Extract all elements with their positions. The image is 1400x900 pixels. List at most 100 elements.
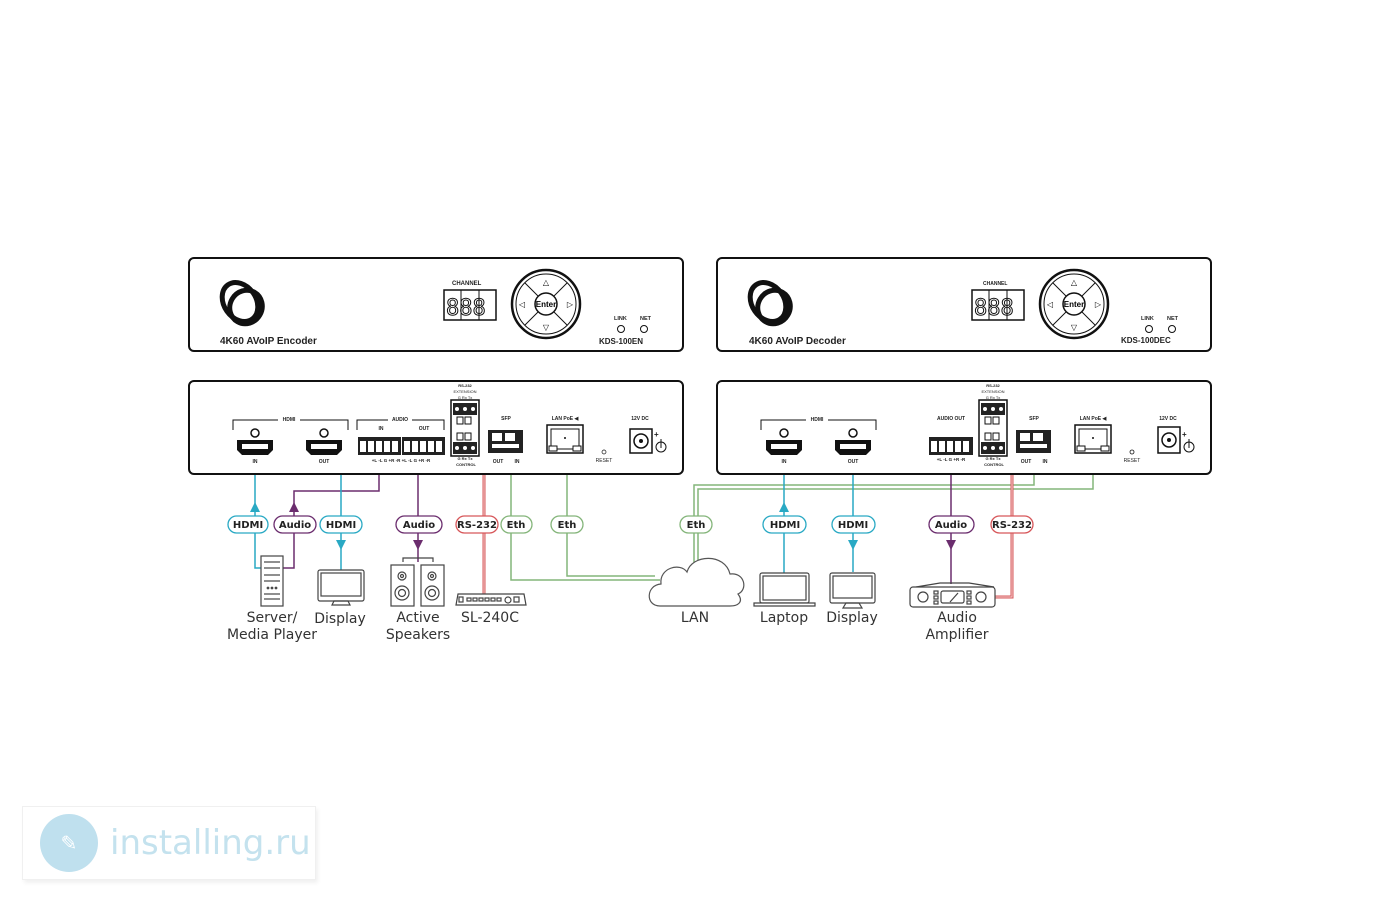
up-arrow-icon[interactable]: △ (543, 278, 550, 287)
control-pin-labels: G Rx Tx (985, 456, 1001, 461)
svg-text:Audio: Audio (279, 520, 311, 531)
control-label: CONTROL (984, 462, 1004, 467)
sl240c-label: SL-240C (461, 610, 519, 626)
rs232-label: RS-232 (986, 383, 1000, 388)
enter-button[interactable]: Enter (1064, 300, 1084, 309)
display1-label: Display (314, 611, 366, 627)
sfp-in-label: IN (515, 459, 520, 465)
decoder-title: 4K60 AVoIP Decoder (749, 336, 846, 347)
svg-text:RS-232: RS-232 (992, 520, 1032, 531)
sfp-port[interactable] (1016, 430, 1051, 453)
watermark-text: installing.ru (110, 823, 311, 863)
tag-enc-hdmi-in: HDMI (227, 515, 269, 534)
decoder-front-panel: 4K60 AVoIP Decoder CHANNEL 888 Enter △ ▽… (716, 257, 1212, 352)
reset-button[interactable] (601, 449, 607, 455)
net-label: NET (1167, 316, 1179, 322)
display-icon (317, 569, 365, 606)
sfp-in-label: IN (1043, 459, 1048, 465)
laptop-label: Laptop (760, 610, 808, 626)
cable-enc-eth-lan (566, 455, 655, 577)
hdmi-group-label: HDMI (283, 417, 296, 423)
navigation-pad[interactable]: Enter △ ▽ ◁ ▷ (1038, 268, 1110, 340)
encoder-rear-panel: HDMI IN OUT AUDIO IN OUT +L -L G +R -R +… (188, 380, 684, 475)
control-pin-labels: G Rx Tx (457, 456, 473, 461)
tag-dec-hdmi-out: HDMI (831, 515, 876, 534)
rs232-terminal[interactable] (978, 399, 1008, 457)
encoder-model: KDS-100EN (599, 337, 643, 346)
audio-pin-labels: +L -L G +R -R (937, 457, 966, 462)
rs232-terminal[interactable] (450, 399, 480, 457)
hdmi-in-port[interactable] (237, 428, 273, 455)
tag-enc-rs232: RS-232 (455, 515, 499, 534)
lan-label: LAN (681, 610, 709, 626)
svg-text:HDMI: HDMI (838, 520, 868, 531)
svg-text:Audio: Audio (403, 520, 435, 531)
tag-dec-eth: Eth (679, 515, 713, 534)
audio-out-terminal[interactable] (929, 437, 973, 455)
hdmi-out-port[interactable] (835, 428, 871, 455)
encoder-title: 4K60 AVoIP Encoder (220, 336, 317, 347)
lan-port[interactable] (546, 424, 584, 454)
hdmi-out-port[interactable] (306, 428, 342, 455)
rs232-label: RS-232 (458, 383, 472, 388)
down-arrow-icon[interactable]: ▽ (543, 323, 550, 332)
server-label-line1: Server/ (247, 610, 298, 626)
audio-amplifier-icon (909, 582, 996, 608)
audio-terminal-block[interactable] (358, 437, 445, 455)
laptop-icon (753, 572, 816, 607)
power-jack[interactable] (629, 428, 653, 454)
svg-text:888: 888 (974, 296, 1014, 321)
enter-button[interactable]: Enter (536, 300, 556, 309)
svg-text:Eth: Eth (558, 520, 577, 531)
audio-out-label: AUDIO OUT (937, 416, 965, 422)
hdmi-group-label: HDMI (811, 417, 824, 423)
hdmi-out-label: OUT (848, 459, 859, 465)
left-arrow-icon[interactable]: ◁ (519, 300, 526, 309)
svg-text:+: + (1182, 430, 1187, 439)
left-arrow-icon[interactable]: ◁ (1047, 300, 1054, 309)
lan-port[interactable] (1074, 424, 1112, 454)
extension-label: EXTENSION (453, 389, 476, 394)
svg-text:888: 888 (446, 296, 486, 321)
tag-enc-audio-out: Audio (395, 515, 443, 534)
tag-enc-audio-in: Audio (273, 515, 317, 534)
cable-dec-eth-sfp (693, 460, 1035, 570)
amp-label-line2: Amplifier (925, 627, 988, 643)
installing-logo-icon: ✎ (40, 814, 98, 872)
server-label-line2: Media Player (227, 627, 317, 643)
audio-out-label: OUT (419, 426, 430, 432)
kramer-logo-icon (219, 280, 265, 327)
cable-enc-hdmi-in (254, 465, 262, 569)
encoder-front-panel: 4K60 AVoIP Encoder CHANNEL 888 Enter △ ▽… (188, 257, 684, 352)
svg-text:Audio: Audio (935, 520, 967, 531)
up-arrow-icon[interactable]: △ (1071, 278, 1078, 287)
channel-label: CHANNEL (452, 281, 482, 287)
tag-dec-audio-out: Audio (928, 515, 975, 534)
channel-display: 888 (443, 289, 497, 322)
hdmi-in-port[interactable] (766, 428, 802, 455)
svg-text:HDMI: HDMI (770, 520, 800, 531)
audio-in-label: IN (379, 426, 384, 432)
server-icon (260, 555, 284, 607)
net-led (1168, 325, 1176, 333)
display-icon (829, 572, 876, 609)
tag-dec-rs232: RS-232 (990, 515, 1034, 534)
sfp-port[interactable] (488, 430, 523, 453)
sl-240c-icon (455, 593, 527, 606)
navigation-pad[interactable]: Enter △ ▽ ◁ ▷ (510, 268, 582, 340)
right-arrow-icon[interactable]: ▷ (567, 300, 574, 309)
kramer-logo-icon (747, 280, 793, 327)
power-label: 12V DC (631, 416, 649, 422)
decoder-rear-panel: HDMI IN OUT AUDIO OUT +L -L G +R -R RS-2… (716, 380, 1212, 475)
tag-enc-eth-lan: Eth (550, 515, 584, 534)
tag-enc-eth-sfp: Eth (500, 515, 533, 534)
dc-polarity-icon: + (654, 430, 667, 453)
sfp-out-label: OUT (1021, 459, 1032, 465)
down-arrow-icon[interactable]: ▽ (1071, 323, 1078, 332)
svg-text:HDMI: HDMI (326, 520, 356, 531)
lan-poe-label: LAN PoE ◀ (1080, 416, 1107, 422)
speakers-label-line1: Active (396, 610, 439, 626)
power-jack[interactable] (1157, 426, 1181, 454)
right-arrow-icon[interactable]: ▷ (1095, 300, 1102, 309)
reset-button[interactable] (1129, 449, 1135, 455)
